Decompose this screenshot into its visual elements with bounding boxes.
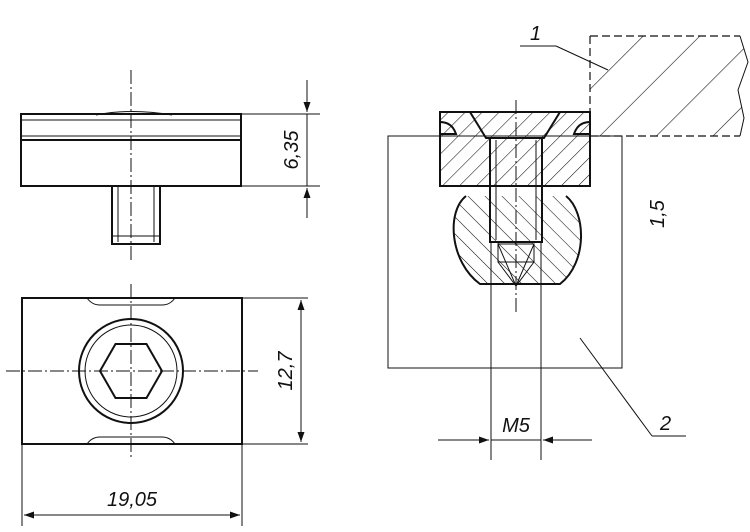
dimension-length-label: 19,05: [107, 489, 158, 511]
nut-section: [439, 111, 591, 187]
dimension-width-label: 12,7: [275, 351, 297, 391]
callout-part-2: 2: [579, 337, 686, 437]
dimension-width: 12,7: [242, 297, 308, 445]
dimension-clearance: 1,5: [647, 199, 669, 228]
dimension-clearance-label: 1,5: [647, 199, 669, 228]
callout-part-1: 1: [520, 23, 609, 71]
side-view: [20, 70, 242, 262]
dimension-thread: M5: [438, 415, 592, 444]
part-1-block: [589, 35, 749, 137]
callout-part-1-label: 1: [530, 23, 541, 45]
callout-part-2-label: 2: [659, 413, 671, 435]
dimension-length: 19,05: [21, 444, 243, 526]
dimension-height: 6,35: [241, 80, 320, 218]
dimension-thread-label: M5: [502, 415, 531, 437]
cavity-section: [452, 195, 582, 285]
section-view: [387, 35, 749, 460]
dimension-height-label: 6,35: [281, 130, 303, 170]
top-view: [6, 284, 258, 458]
